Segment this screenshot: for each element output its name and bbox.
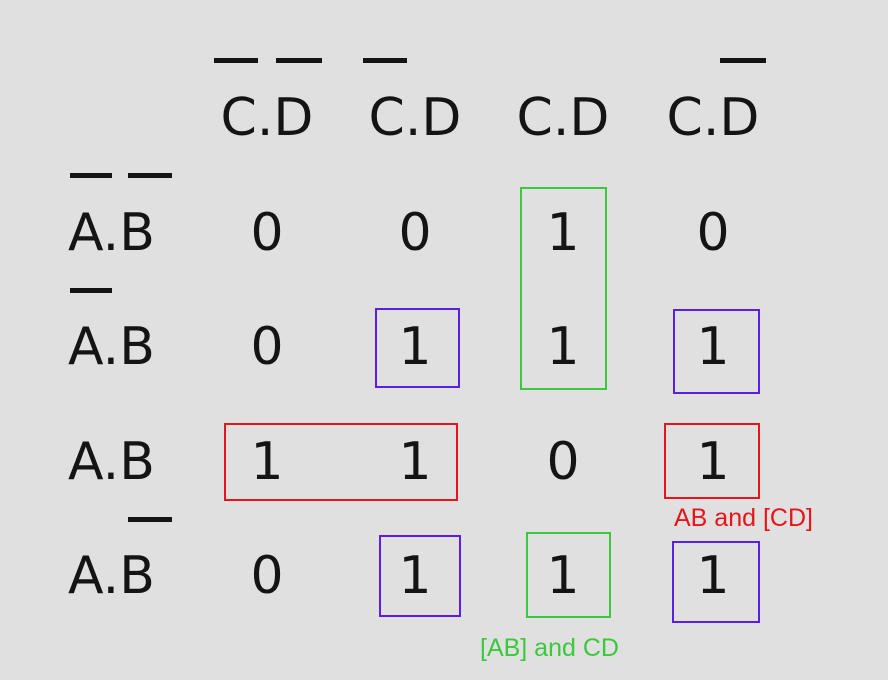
column-header-2: C.D (368, 88, 462, 148)
cell-r4-c4: 1 (696, 546, 730, 606)
cell-r2-c4: 1 (696, 317, 730, 377)
purple-group-box-r4c4 (672, 541, 760, 623)
cell-r1-c1: 0 (250, 203, 284, 263)
cell-r4-c1: 0 (250, 546, 284, 606)
overbar-row1-a (70, 173, 112, 178)
cell-r3-c4: 1 (696, 432, 730, 492)
column-header-4: C.D (666, 88, 760, 148)
purple-group-box-r2c2 (375, 308, 460, 388)
cell-r1-c4: 0 (696, 203, 730, 263)
purple-group-box-r4c2 (379, 535, 461, 617)
cell-r3-c2: 1 (398, 432, 432, 492)
overbar-col4-d (720, 58, 766, 63)
overbar-row2-a (70, 288, 112, 293)
overbar-col1-c (214, 58, 258, 63)
green-group-column-box (520, 187, 607, 390)
overbar-col1-d (276, 58, 322, 63)
purple-group-box-r2c4 (673, 309, 760, 394)
cell-r3-c1: 1 (250, 432, 284, 492)
cell-r4-c2: 1 (398, 546, 432, 606)
row-header-4: A.B (68, 546, 155, 606)
green-annotation: [AB] and CD (480, 634, 619, 662)
cell-r4-c3: 1 (546, 546, 580, 606)
column-header-3: C.D (516, 88, 610, 148)
overbar-col2-c (363, 58, 407, 63)
cell-r2-c3: 1 (546, 317, 580, 377)
cell-r1-c3: 1 (546, 203, 580, 263)
cell-r2-c1: 0 (250, 317, 284, 377)
red-group-row-box (224, 423, 458, 501)
cell-r2-c2: 1 (398, 317, 432, 377)
column-header-1: C.D (220, 88, 314, 148)
green-group-box-r4c3 (526, 532, 611, 618)
overbar-row1-b (128, 173, 172, 178)
row-header-1: A.B (68, 203, 155, 263)
row-header-3: A.B (68, 432, 155, 492)
cell-r3-c3: 0 (546, 432, 580, 492)
overbar-row4-b (128, 517, 172, 522)
row-header-2: A.B (68, 317, 155, 377)
cell-r1-c2: 0 (398, 203, 432, 263)
red-group-box-r3c4 (664, 423, 760, 499)
red-annotation: AB and [CD] (674, 504, 813, 532)
